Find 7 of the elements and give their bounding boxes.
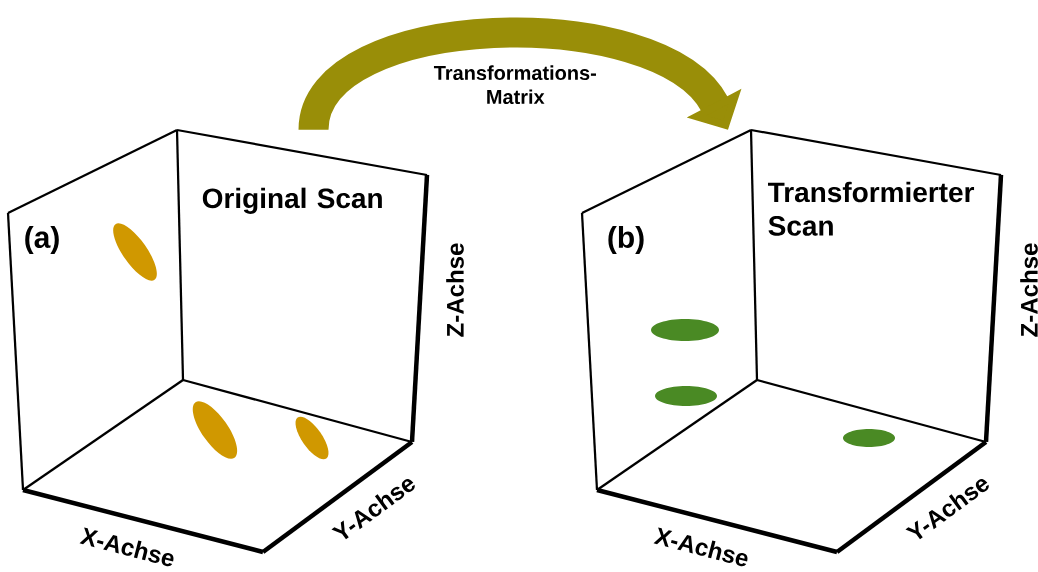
edge-label: Transformations-Matrix bbox=[433, 65, 596, 105]
axis-label: X-Achse bbox=[79, 527, 174, 567]
panel-label: (a) bbox=[25, 226, 59, 254]
axis-label: X-Achse bbox=[653, 527, 748, 567]
panel-title: Original Scan bbox=[202, 187, 382, 214]
panel-title: Transformierter Scan bbox=[768, 181, 975, 236]
panel-label: (b) bbox=[608, 226, 644, 254]
